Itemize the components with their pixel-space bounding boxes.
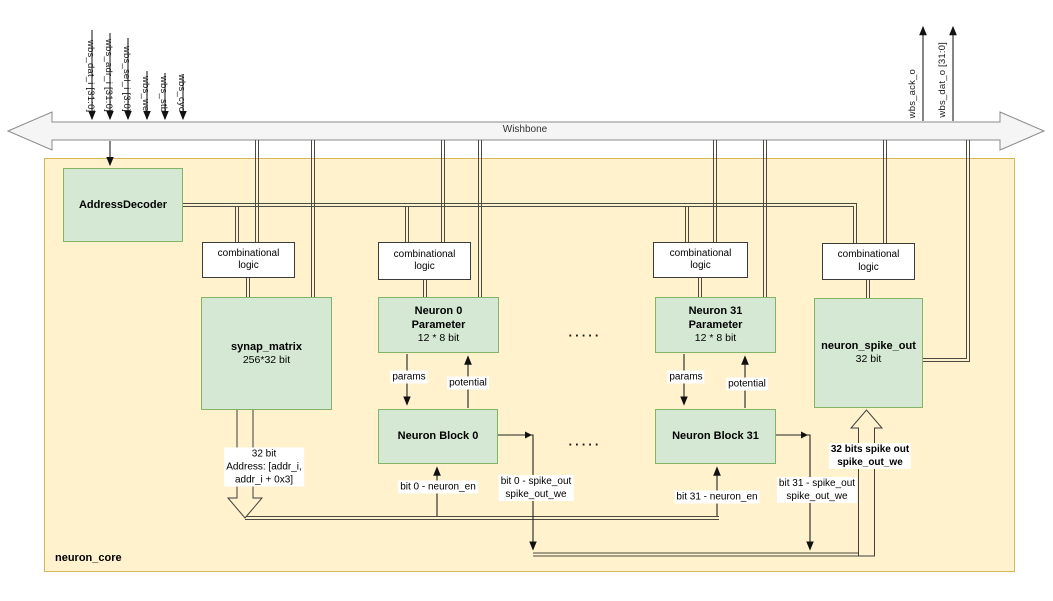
- block-neuron0-parameter-size: 12 * 8 bit: [417, 332, 460, 345]
- signal-label-wbs-ack-o: wbs_ack_o: [907, 68, 918, 118]
- block-neuron0-parameter: Neuron 0 Parameter 12 * 8 bit: [378, 297, 499, 353]
- spike-collection-line: [533, 552, 859, 557]
- wire-label-synap-address: 32 bit Address: [addr_i, addr_i + 0x3]: [224, 447, 304, 487]
- signal-label-wbs-dat-o: wbs_dat_o [31:0]: [937, 42, 948, 118]
- comb-logic-box-2: combinational logic: [378, 242, 471, 280]
- wire-label-neuron-en-31: bit 31 - neuron_en: [674, 490, 760, 504]
- wishbone-bus-arrow: [6, 111, 1046, 151]
- wire-label-params-0: params: [390, 370, 428, 384]
- neuron-core-label: neuron_core: [55, 552, 122, 564]
- wire-label-potential-31: potential: [726, 377, 768, 391]
- wishbone-bus-label: Wishbone: [502, 124, 548, 135]
- block-neuron-spike-out-title: neuron_spike_out: [821, 340, 916, 353]
- block-neuron31-parameter-size: 12 * 8 bit: [694, 332, 737, 345]
- wire-label-neuron-en-0: bit 0 - neuron_en: [398, 480, 478, 494]
- wire-label-spike-out-0: bit 0 - spike_out spike_out_we: [498, 475, 574, 501]
- address-decoder-net: [183, 203, 857, 243]
- wire-label-params-31: params: [667, 370, 705, 384]
- signal-label-wbs-stb: wbs_stb: [158, 75, 169, 112]
- comb-logic-box-3: combinational logic: [653, 242, 748, 278]
- spike0-corner-arrowhead: [525, 431, 532, 439]
- block-neuron-block-0-title: Neuron Block 0: [397, 430, 479, 443]
- block-neuron-block-31: Neuron Block 31: [655, 409, 776, 464]
- spike31-corner-arrowhead: [801, 431, 808, 439]
- block-neuron-spike-out-size: 32 bit: [855, 353, 882, 366]
- comb-logic-box-1: combinational logic: [202, 242, 295, 278]
- wire-label-spike-out-31: bit 31 - spike_out spike_out_we: [776, 477, 858, 503]
- bus-drop-wires: [255, 140, 970, 362]
- wire-label-spike-bus: 32 bits spike out spike_out_we: [828, 443, 912, 469]
- block-address-decoder-title: AddressDecoder: [78, 198, 168, 211]
- wire-label-potential-0: potential: [447, 376, 489, 390]
- wishbone-input-arrows: [88, 30, 187, 167]
- block-neuron-block-0: Neuron Block 0: [378, 409, 498, 464]
- comb-logic-output-wires: [246, 278, 870, 298]
- block-neuron-spike-out: neuron_spike_out 32 bit: [814, 298, 923, 408]
- signal-label-wbs-sel-i: wbs_sel_i [3:0]: [121, 46, 132, 112]
- block-synap-matrix-size: 256*32 bit: [242, 353, 291, 366]
- comb-logic-box-4: combinational logic: [822, 243, 915, 280]
- address-distribution-line: [245, 516, 719, 520]
- signal-label-wbs-dat-i: wbs_dat_i [31:0]: [85, 39, 96, 112]
- signal-label-wbs-we: wbs_we: [140, 76, 151, 112]
- signal-label-wbs-adr-i: wbs_adr_i [31:0]: [103, 39, 114, 112]
- block-synap-matrix: synap_matrix 256*32 bit: [201, 297, 332, 410]
- signal-label-wbs-cyc: wbs_cyc: [176, 74, 187, 112]
- block-address-decoder: AddressDecoder: [63, 168, 183, 242]
- block-neuron-block-31-title: Neuron Block 31: [672, 430, 759, 443]
- wishbone-output-arrows: [919, 25, 957, 121]
- ellipsis-blocks: .....: [568, 433, 602, 449]
- ellipsis-parameters: .....: [568, 324, 602, 340]
- block-neuron31-parameter-title: Neuron 31 Parameter: [688, 304, 743, 332]
- block-neuron0-parameter-title: Neuron 0 Parameter: [411, 304, 466, 332]
- block-synap-matrix-title: synap_matrix: [231, 340, 302, 353]
- block-neuron31-parameter: Neuron 31 Parameter 12 * 8 bit: [655, 297, 776, 353]
